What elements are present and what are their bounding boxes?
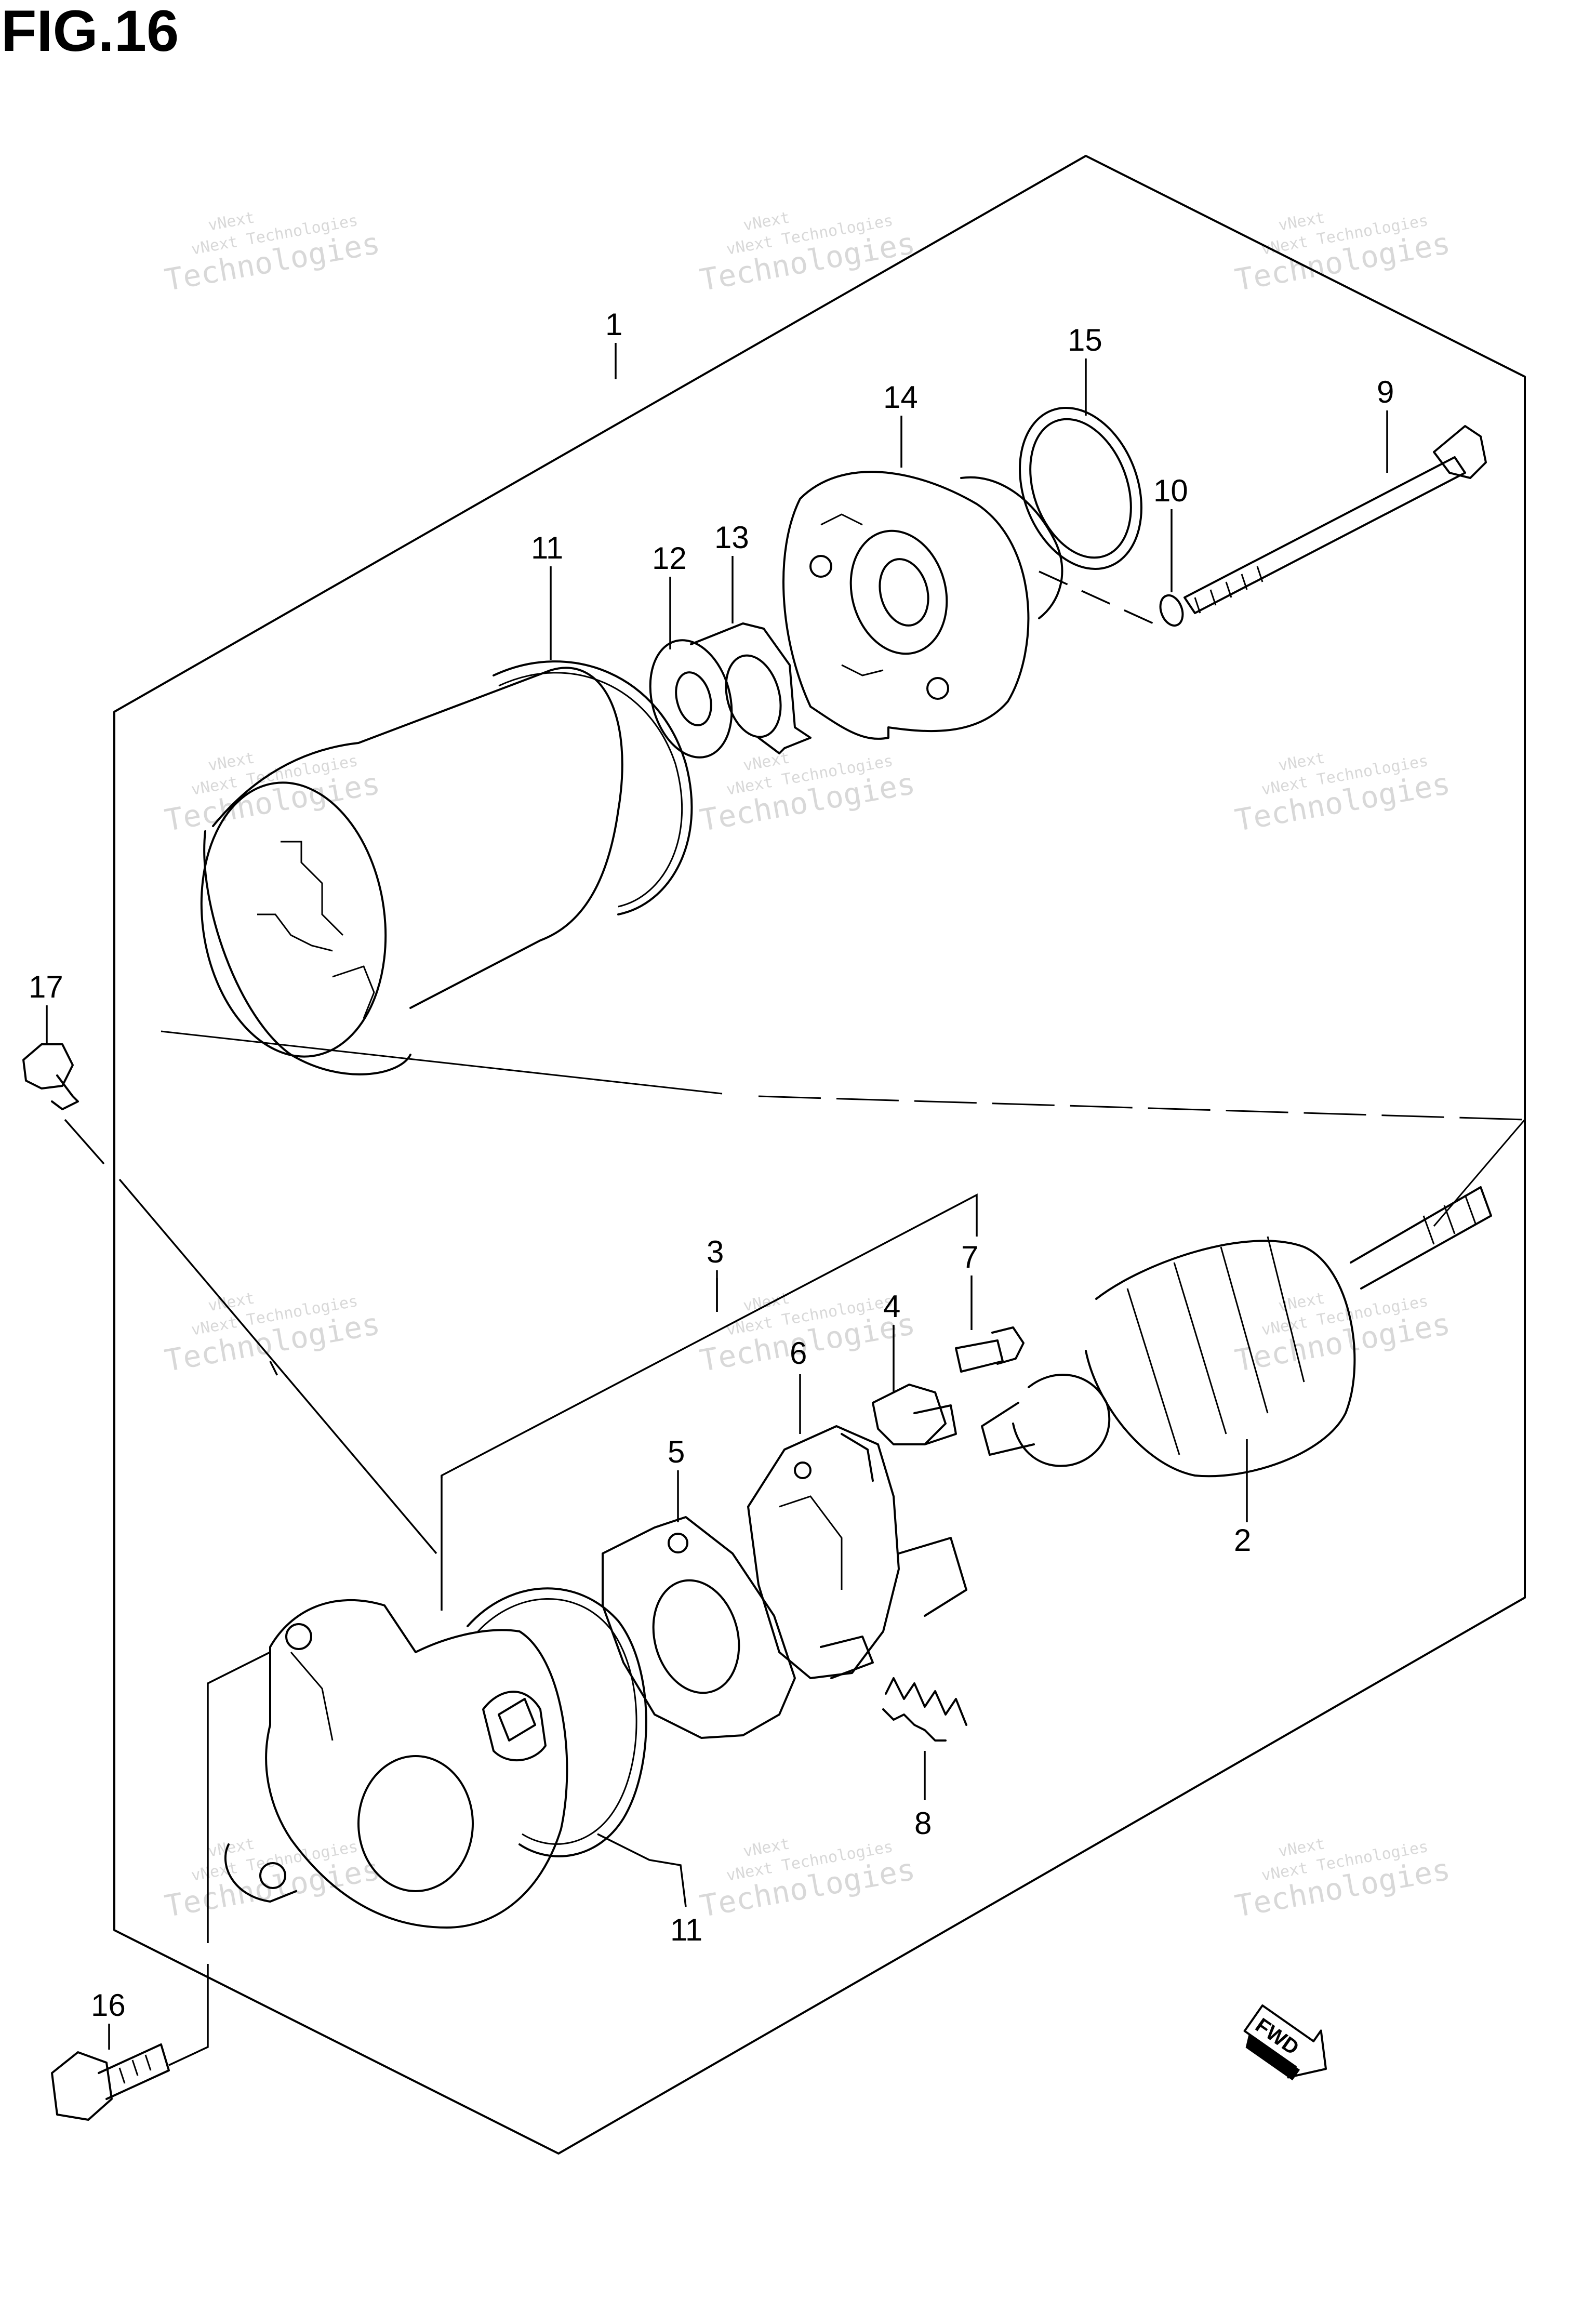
callout-15: 15 [1068, 323, 1102, 357]
callout-6: 6 [790, 1336, 807, 1371]
watermark: vNext vNext Technologies Technologies [697, 749, 917, 838]
watermark: vNext vNext Technologies Technologies [1232, 1835, 1453, 1924]
watermark: vNext vNext Technologies Technologies [162, 1835, 382, 1924]
flange-bolt [51, 2043, 170, 2121]
callout-2: 2 [1234, 1523, 1251, 1558]
callout-8: 8 [914, 1806, 932, 1841]
watermark-layer: vNext vNext Technologies Technologies vN… [162, 208, 1453, 1924]
lock-plate [690, 622, 812, 754]
assembly-frame [113, 155, 1526, 2155]
armature [981, 1186, 1492, 1478]
watermark: vNext vNext Technologies Technologies [1232, 749, 1453, 838]
callout-11-upper: 11 [531, 530, 563, 565]
watermark: vNext vNext Technologies Technologies [162, 208, 382, 298]
leader-16c [207, 1651, 271, 1943]
brush-plate [602, 1516, 796, 1739]
callout-3: 3 [707, 1234, 724, 1269]
brush-spring [882, 1677, 967, 1742]
callout-9: 9 [1377, 375, 1394, 409]
callout-16: 16 [91, 1988, 126, 2023]
through-bolt [1183, 425, 1487, 614]
washer-ring [1159, 594, 1184, 627]
yoke-housing [200, 660, 693, 1075]
callout-10: 10 [1153, 473, 1188, 508]
callout-numbers: 1 2 3 4 5 6 7 8 9 10 11 11 12 13 14 15 1… [29, 307, 1394, 2023]
watermark: vNext vNext Technologies Technologies [162, 1289, 382, 1378]
brush-screw [955, 1326, 1025, 1373]
callout-12: 12 [652, 541, 687, 576]
cap-screw [22, 1043, 105, 1165]
leader-16b [168, 1964, 209, 2066]
figure-title: FIG.16 [1, 0, 179, 63]
callout-4: 4 [883, 1289, 900, 1324]
leader-14b [1039, 570, 1154, 624]
leader-17b [118, 1178, 437, 1554]
watermark: vNext vNext Technologies Technologies [697, 1835, 917, 1924]
leader-17c [269, 1361, 282, 1383]
leader-11b [597, 1833, 687, 1907]
brush-holder [747, 1425, 967, 1679]
callout-11-lower: 11 [670, 1912, 702, 1947]
o-ring [1019, 407, 1142, 570]
watermark: vNext vNext Technologies Technologies [697, 208, 917, 298]
callout-7: 7 [961, 1240, 978, 1274]
fwd-direction-badge: FWD [1243, 2004, 1327, 2081]
washer [649, 639, 733, 759]
brush [872, 1384, 957, 1445]
commutator-end-housing [224, 1599, 568, 1929]
callout-14: 14 [883, 380, 918, 415]
callout-17: 17 [29, 969, 63, 1004]
callout-1: 1 [605, 307, 622, 342]
drive-end-housing [782, 471, 1063, 740]
callout-13: 13 [714, 520, 749, 555]
o-ring-lower [467, 1587, 647, 1857]
callout-5: 5 [668, 1434, 685, 1469]
